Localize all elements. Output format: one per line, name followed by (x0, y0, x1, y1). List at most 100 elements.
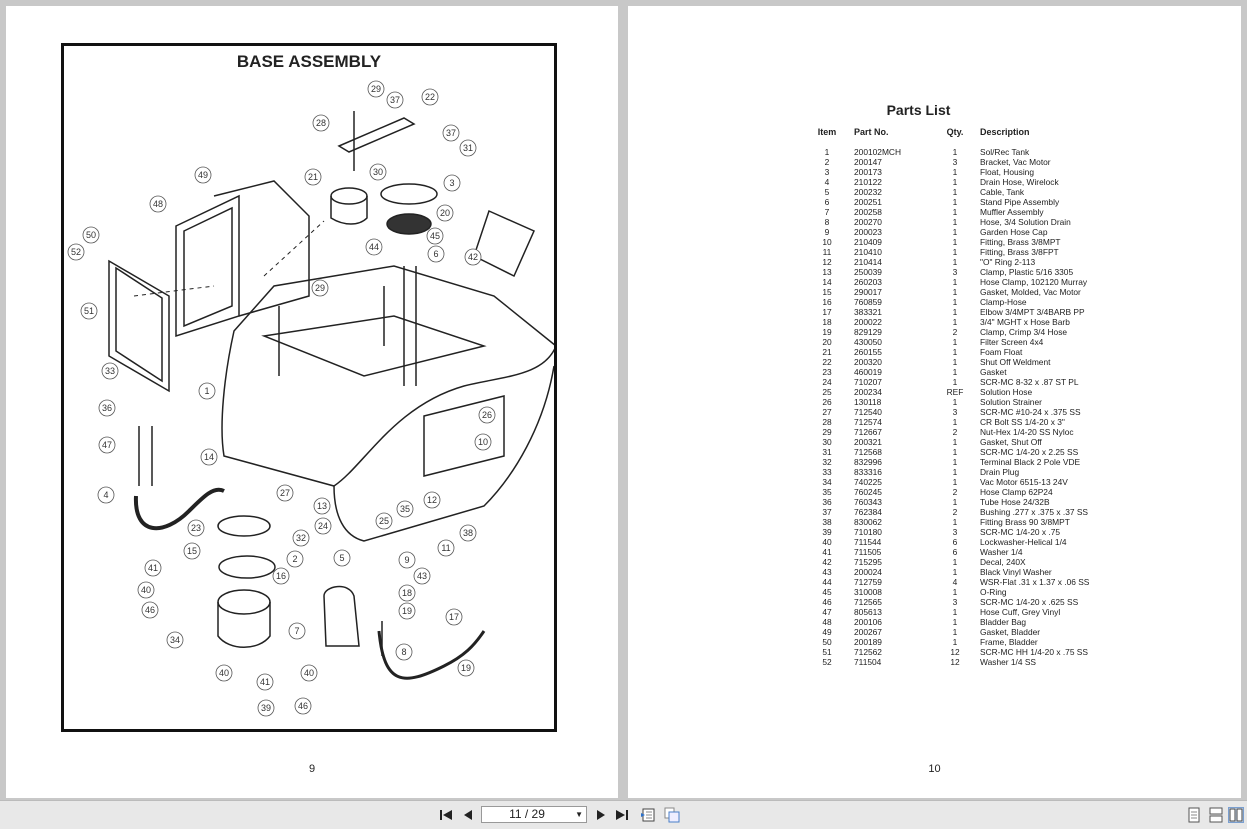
cell-qty: 1 (952, 497, 958, 507)
cell-qty: 1 (952, 347, 958, 357)
svg-text:19: 19 (402, 606, 412, 616)
svg-text:29: 29 (315, 283, 325, 293)
callout-49: 49 (194, 166, 212, 184)
svg-text:20: 20 (440, 208, 450, 218)
svg-text:16: 16 (276, 571, 286, 581)
continuous-button[interactable] (1208, 807, 1224, 823)
cell-description: Fitting, Brass 3/8MPT (980, 237, 1061, 247)
cell-description: Clamp-Hose (980, 297, 1027, 307)
callout-32: 32 (292, 529, 310, 547)
cell-description: Bladder Bag (980, 617, 1027, 627)
header-part-no: Part No. (854, 127, 889, 137)
next-page-icon (597, 810, 605, 820)
cell-part-no: 740225 (854, 477, 882, 487)
cell-description: Shut Off Weldment (980, 357, 1051, 367)
cell-qty: 1 (952, 477, 958, 487)
cell-qty: 1 (952, 457, 958, 467)
cell-part-no: 290017 (854, 287, 882, 297)
cell-description: SCR-MC 1/4-20 x .75 (980, 527, 1061, 537)
cell-item: 14 (822, 277, 832, 287)
fit-page-button[interactable] (640, 807, 656, 823)
callout-41b: 41 (256, 673, 274, 691)
callout-36: 36 (98, 399, 116, 417)
svg-text:41: 41 (148, 563, 158, 573)
svg-text:13: 13 (317, 501, 327, 511)
cell-qty: 1 (952, 317, 958, 327)
callout-7: 7 (288, 622, 306, 640)
cell-description: Stand Pipe Assembly (980, 197, 1060, 207)
cell-part-no: 383321 (854, 307, 882, 317)
cell-item: 30 (822, 437, 832, 447)
callout-16: 16 (272, 567, 290, 585)
svg-text:3: 3 (449, 178, 454, 188)
cell-qty: 6 (952, 547, 958, 557)
prev-page-button[interactable] (460, 807, 476, 823)
cell-qty: 1 (952, 397, 958, 407)
cell-part-no: 200321 (854, 437, 882, 447)
cell-qty: 2 (952, 327, 958, 337)
first-page-button[interactable] (438, 807, 454, 823)
svg-text:37: 37 (446, 128, 456, 138)
callout-4: 4 (97, 486, 115, 504)
svg-text:17: 17 (449, 612, 459, 622)
svg-text:12: 12 (427, 495, 437, 505)
cell-part-no: 833316 (854, 467, 882, 477)
copy-button[interactable] (664, 807, 680, 823)
cell-qty: 12 (950, 647, 960, 657)
svg-text:47: 47 (102, 440, 112, 450)
cell-qty: 1 (952, 607, 958, 617)
cell-part-no: 200147 (854, 157, 882, 167)
cell-item: 18 (822, 317, 832, 327)
cell-qty: 1 (952, 217, 958, 227)
svg-text:40: 40 (219, 668, 229, 678)
callout-46b: 46 (294, 697, 312, 715)
callout-30: 30 (369, 163, 387, 181)
last-page-button[interactable] (614, 807, 630, 823)
cell-item: 25 (822, 387, 832, 397)
page-selector[interactable]: 11 / 29 ▼ (481, 806, 587, 823)
base-assembly-diagram: 29 37 22 28 37 31 30 21 3 49 48 20 50 45… (67, 80, 554, 717)
cell-item: 27 (822, 407, 832, 417)
cell-qty: 1 (952, 197, 958, 207)
callout-33: 33 (101, 362, 119, 380)
single-page-button[interactable] (1186, 807, 1202, 823)
cell-item: 36 (822, 497, 832, 507)
cell-part-no: 200267 (854, 627, 882, 637)
cell-item: 52 (822, 657, 832, 667)
cell-part-no: 805613 (854, 607, 882, 617)
cell-description: Washer 1/4 (980, 547, 1023, 557)
cell-description: Filter Screen 4x4 (980, 337, 1044, 347)
two-page-button[interactable] (1228, 807, 1244, 823)
cell-item: 21 (822, 347, 832, 357)
cell-qty: 1 (952, 207, 958, 217)
cell-part-no: 200189 (854, 637, 882, 647)
cell-item: 8 (824, 217, 830, 227)
callout-40b: 40 (215, 664, 233, 682)
cell-part-no: 711544 (854, 537, 882, 547)
cell-item: 20 (822, 337, 832, 347)
cell-part-no: 760343 (854, 497, 882, 507)
cell-item: 29 (822, 427, 832, 437)
next-page-button[interactable] (593, 807, 609, 823)
cell-part-no: 712562 (854, 647, 882, 657)
callout-group: 29 37 22 28 37 31 30 21 3 49 48 20 50 45… (67, 80, 496, 717)
svg-text:27: 27 (280, 488, 290, 498)
svg-text:40: 40 (304, 668, 314, 678)
callout-17: 17 (445, 608, 463, 626)
cell-description: Frame, Bladder (980, 637, 1038, 647)
cell-description: Hose Clamp 62P24 (980, 487, 1053, 497)
cell-item: 39 (822, 527, 832, 537)
cell-description: Fitting Brass 90 3/8MPT (980, 517, 1070, 527)
svg-text:34: 34 (170, 635, 180, 645)
callout-34: 34 (166, 631, 184, 649)
cell-part-no: 710180 (854, 527, 882, 537)
cell-description: Black Vinyl Washer (980, 567, 1052, 577)
cell-item: 46 (822, 597, 832, 607)
cell-qty: 1 (952, 557, 958, 567)
callout-15: 15 (183, 542, 201, 560)
